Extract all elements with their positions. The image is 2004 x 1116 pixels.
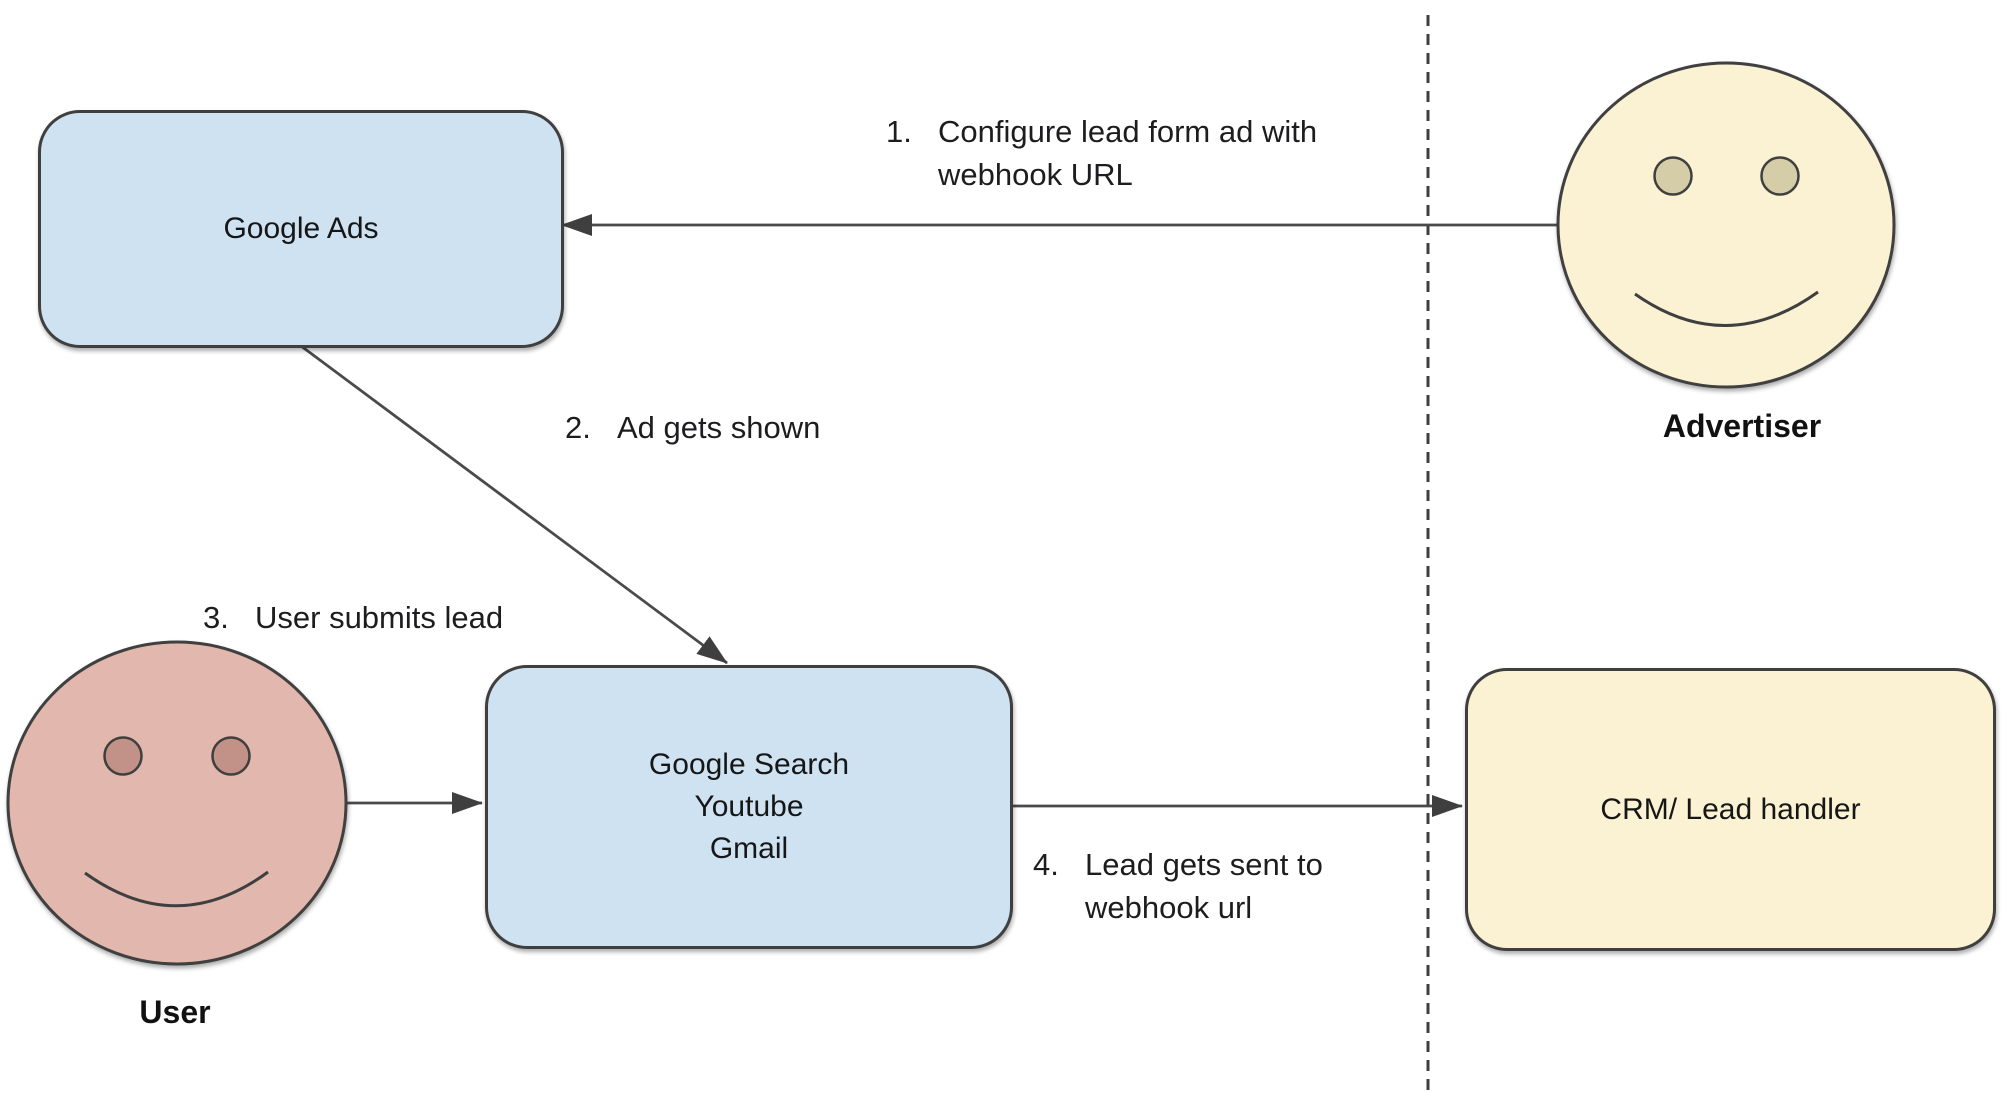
user-smile: [84, 870, 269, 908]
step-4-number: 4.: [1033, 847, 1059, 882]
step-3-number: 3.: [203, 600, 229, 635]
advertiser-left-eye: [1653, 156, 1693, 196]
node-crm: CRM/ Lead handler: [1465, 668, 1996, 951]
user-label: User: [139, 994, 211, 1030]
advertiser-right-eye: [1760, 156, 1800, 196]
advertiser-head: [1556, 61, 1896, 389]
step-4-label: 4. Lead gets sent to webhook url: [1033, 843, 1323, 929]
user-right-eye: [211, 736, 251, 776]
user-face-icon: [6, 640, 348, 966]
step-4-line-2: webhook url: [1085, 890, 1253, 925]
step-1-label: 1. Configure lead form ad with webhook U…: [886, 110, 1317, 196]
arrow-google-ads-to-platforms: [296, 341, 728, 665]
step-2-line-1: Ad gets shown: [617, 410, 821, 445]
step-1-number: 1.: [886, 114, 912, 149]
node-platforms-line-3: Gmail: [709, 832, 789, 865]
node-google-ads: Google Ads: [38, 110, 564, 348]
user-left-eye: [103, 736, 143, 776]
node-platforms-line-2: Youtube: [694, 790, 804, 823]
step-1-line-1: Configure lead form ad with: [938, 114, 1318, 149]
step-2-label: 2. Ad gets shown: [565, 406, 820, 449]
advertiser-label: Advertiser: [1662, 408, 1822, 444]
step-3-line-1: User submits lead: [255, 600, 504, 635]
node-platforms-line-1: Google Search: [648, 748, 850, 781]
node-crm-label: CRM/ Lead handler: [1600, 792, 1861, 826]
node-google-ads-label: Google Ads: [223, 212, 379, 245]
step-1-line-2: webhook URL: [938, 157, 1133, 192]
advertiser-smile: [1634, 290, 1819, 327]
step-2-number: 2.: [565, 410, 591, 445]
step-3-label: 3. User submits lead: [203, 596, 503, 639]
advertiser-face-icon: [1556, 61, 1896, 389]
node-platforms: Google Search Youtube Gmail: [485, 665, 1013, 949]
user-head: [6, 640, 348, 966]
step-4-line-1: Lead gets sent to: [1085, 847, 1323, 882]
